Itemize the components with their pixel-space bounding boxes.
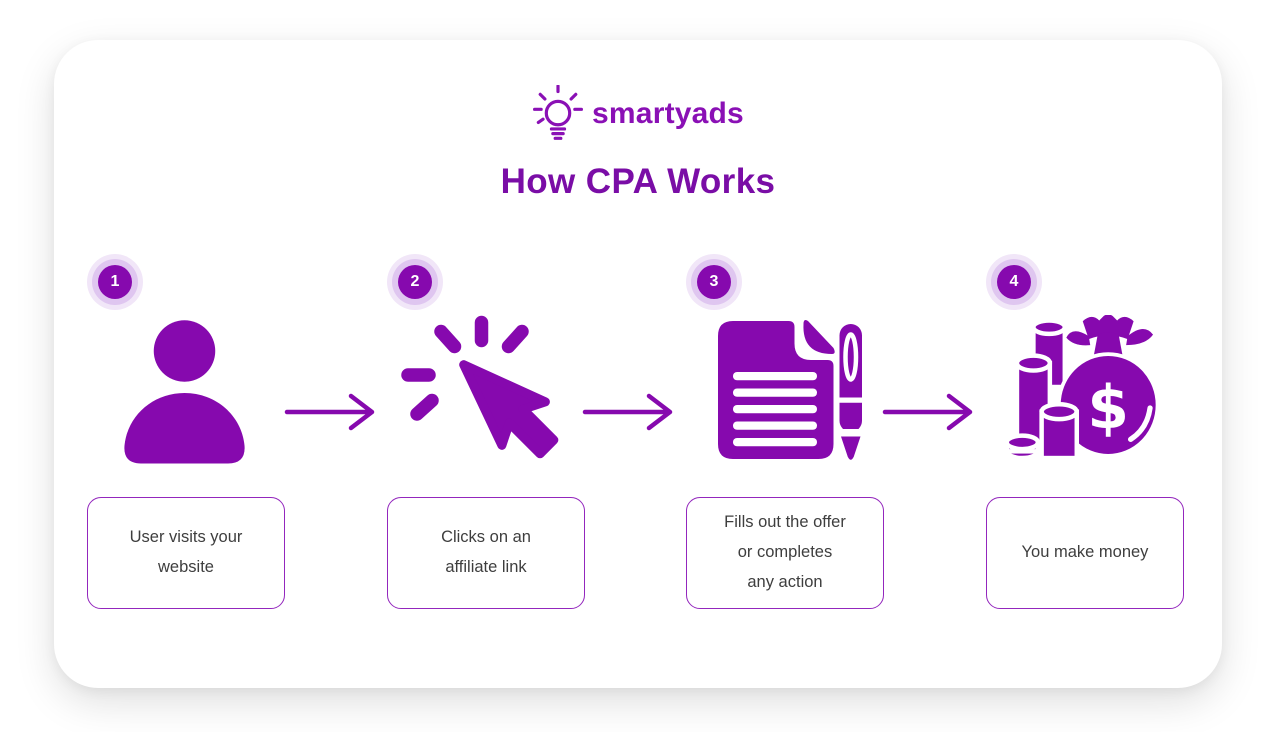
cursor-click-icon bbox=[396, 315, 576, 465]
lightbulb-icon bbox=[533, 85, 584, 140]
brand-logo: smartyads bbox=[54, 84, 1222, 144]
step-1-number-badge: 1 bbox=[98, 265, 132, 299]
money-bag-icon: $ bbox=[995, 315, 1175, 465]
page-title: How CPA Works bbox=[500, 162, 776, 201]
brand-name: smartyads bbox=[592, 97, 744, 130]
svg-text:$: $ bbox=[1087, 373, 1129, 443]
arrow-right-icon bbox=[582, 392, 677, 432]
step-2-number-badge: 2 bbox=[398, 265, 432, 299]
step-2-label: Clicks on an affiliate link bbox=[441, 528, 531, 576]
step-3-label: Fills out the offer or completes any act… bbox=[724, 513, 846, 591]
step-4: 4 $ bbox=[975, 252, 1195, 692]
arrow-right-icon bbox=[284, 392, 379, 432]
step-2-label-box: Clicks on an affiliate link bbox=[387, 497, 585, 609]
step-3: 3 Fills out the offer or comp bbox=[675, 252, 895, 692]
step-4-number-badge: 4 bbox=[997, 265, 1031, 299]
step-2: 2 Clicks on an affiliate link bbox=[376, 252, 596, 692]
arrow-right-icon bbox=[882, 392, 977, 432]
step-1: 1 User visits your website bbox=[76, 252, 296, 692]
step-1-label: User visits your website bbox=[129, 528, 243, 576]
step-4-label: You make money bbox=[1021, 543, 1149, 562]
step-3-label-box: Fills out the offer or completes any act… bbox=[686, 497, 884, 609]
step-1-label-box: User visits your website bbox=[87, 497, 285, 609]
user-icon bbox=[96, 315, 276, 465]
step-3-number-badge: 3 bbox=[697, 265, 731, 299]
step-4-label-box: You make money bbox=[986, 497, 1184, 609]
form-pen-icon bbox=[695, 315, 875, 465]
infographic-card: smartyads How CPA Works 1 User visits yo… bbox=[54, 40, 1222, 688]
